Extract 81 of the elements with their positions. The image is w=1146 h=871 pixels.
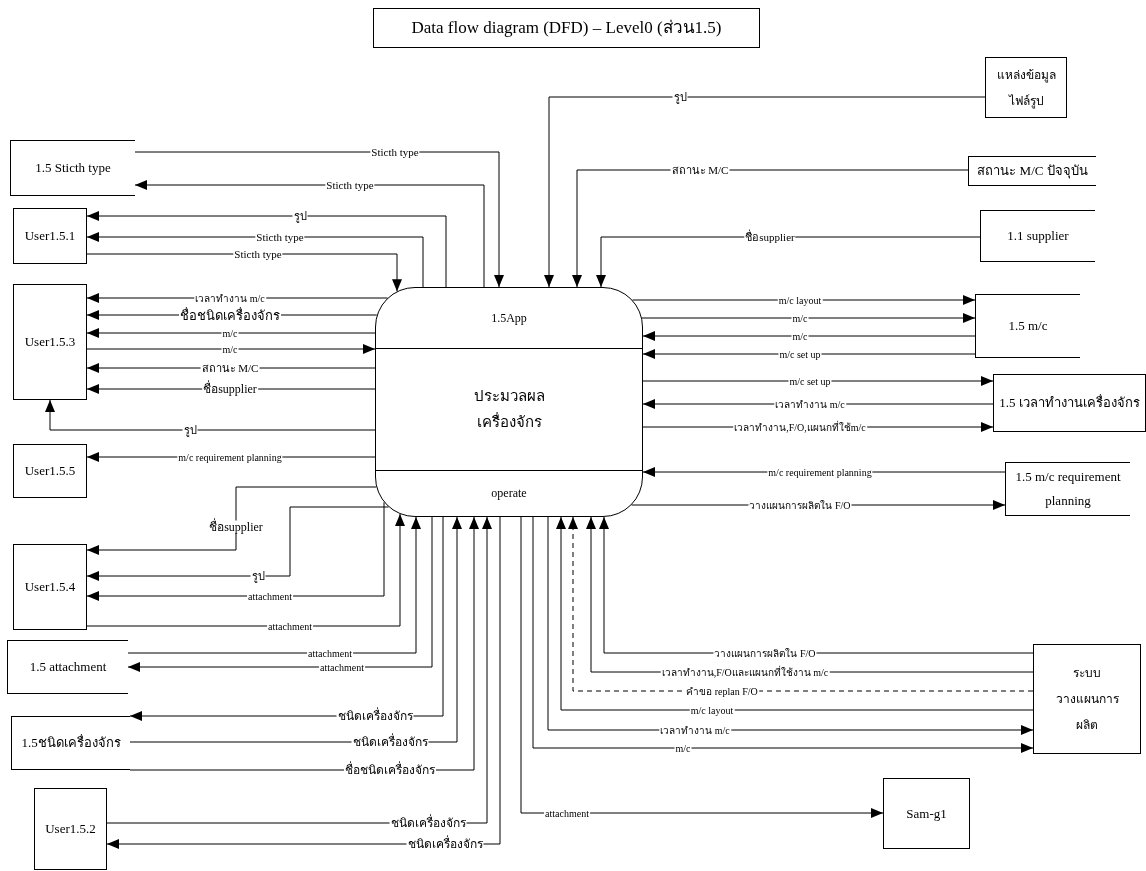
node-label: แหล่งข้อมูลไฟล์รูป bbox=[995, 66, 1057, 111]
edge-label: รูป bbox=[182, 423, 198, 437]
data-flow-arrow bbox=[134, 180, 485, 288]
node-label: operate bbox=[491, 485, 527, 502]
edge-label: เวลาทำงาน,F/O,แผนกที่ใช้m/c bbox=[733, 420, 867, 434]
data-flow-arrow bbox=[642, 331, 976, 341]
edge-label: ชื่อชนิดเครื่องจักร bbox=[344, 763, 436, 777]
edge-label: คำขอ replan F/O bbox=[685, 684, 759, 698]
data-flow-arrow bbox=[642, 349, 976, 359]
data-flow-arrow bbox=[596, 236, 981, 288]
data-flow-arrow bbox=[86, 486, 377, 555]
edge-label: ชนิดเครื่องจักร bbox=[336, 709, 414, 723]
node-label: User1.5.2 bbox=[45, 820, 96, 838]
edge-label: ชื่อsupplier bbox=[202, 382, 258, 396]
data-flow-arrow bbox=[86, 328, 376, 338]
data-flow-arrow bbox=[86, 344, 376, 354]
entity-box bbox=[13, 284, 87, 400]
data-flow-arrow bbox=[86, 506, 389, 581]
edge-label: ชนิดเครื่องจักร bbox=[351, 735, 429, 749]
entity-box bbox=[883, 778, 970, 849]
data-store bbox=[7, 640, 128, 694]
node-label: User1.5.3 bbox=[24, 333, 76, 351]
edge-label: วางแผนการผลิตใน F/O bbox=[748, 498, 852, 512]
edge-label: เวลาทำงาน m/c bbox=[659, 723, 731, 737]
node-label: 1.5 Sticth type bbox=[35, 159, 111, 177]
node-label: User1.5.4 bbox=[24, 578, 76, 596]
edge-label: สถานะ M/C bbox=[670, 163, 730, 177]
data-flow-arrow bbox=[520, 516, 884, 818]
node-label: 1.5 m/c requirement planning bbox=[1014, 468, 1122, 510]
data-store bbox=[1005, 462, 1130, 516]
data-flow-arrow bbox=[632, 295, 976, 305]
edge-label: ชนิดเครื่องจักร bbox=[406, 837, 484, 851]
edge-label: สถานะ M/C bbox=[200, 361, 260, 375]
data-store bbox=[11, 716, 130, 770]
data-flow-arrow bbox=[642, 376, 994, 386]
edge-label: เวลาทำงาน m/c bbox=[774, 397, 846, 411]
edge-label: รูป bbox=[672, 90, 688, 104]
entity-box bbox=[13, 544, 87, 630]
data-flow-arrow bbox=[127, 516, 433, 672]
entity-box bbox=[993, 374, 1146, 432]
process-box bbox=[375, 287, 643, 517]
data-flow-arrow bbox=[127, 516, 421, 654]
data-flow-arrow bbox=[86, 513, 405, 627]
node-label: User1.5.1 bbox=[24, 227, 76, 245]
node-label: User1.5.5 bbox=[24, 462, 76, 480]
edge-label: ชนิดเครื่องจักร bbox=[389, 816, 467, 830]
data-store bbox=[10, 140, 135, 196]
data-store bbox=[968, 156, 1096, 186]
entity-box bbox=[1033, 644, 1141, 754]
data-flow-arrow bbox=[86, 384, 376, 394]
edge-label: เวลาทำงาน m/c bbox=[194, 291, 266, 305]
data-flow-arrow bbox=[86, 501, 385, 601]
edge-label: รูป bbox=[250, 569, 266, 583]
node-label: 1.5App bbox=[491, 310, 527, 327]
diagram-title: Data flow diagram (DFD) – Level0 (ส่วน1.5) bbox=[373, 8, 760, 48]
data-store bbox=[980, 210, 1095, 262]
entity-box bbox=[13, 208, 87, 264]
data-flow-arrow bbox=[45, 399, 376, 431]
edge-label: ชื่อsupplier bbox=[744, 230, 796, 244]
node-label: ประมวลผลเครื่องจักร bbox=[472, 387, 546, 432]
node-label: สถานะ M/C ปัจจุบัน bbox=[977, 162, 1088, 181]
data-flow-arrow bbox=[544, 96, 986, 288]
node-label: 1.5 attachment bbox=[29, 658, 107, 676]
node-label: 1.5ชนิดเครื่องจักร bbox=[21, 733, 121, 752]
node-label: 1.1 supplier bbox=[1007, 227, 1069, 245]
node-label: ระบบวางแผนการผลิต bbox=[1055, 665, 1119, 734]
edge-label: ชื่อsupplier bbox=[208, 520, 264, 534]
data-flow-arrow bbox=[86, 211, 447, 288]
edge-label: เวลาทำงาน,F/Oและแผนกที่ใช้งาน m/c bbox=[660, 665, 830, 679]
edge-label: วางแผนการผลิตใน F/O bbox=[713, 646, 817, 660]
node-label: 1.5 m/c bbox=[1008, 317, 1048, 335]
data-store bbox=[975, 294, 1080, 358]
edge-label: ชื่อชนิดเครื่องจักร bbox=[179, 308, 281, 322]
node-label: 1.5 เวลาทำงานเครื่องจักร bbox=[999, 393, 1140, 412]
entity-box bbox=[13, 444, 87, 498]
node-label: Sam-g1 bbox=[906, 804, 947, 823]
entity-box bbox=[34, 788, 107, 870]
edge-label: รูป bbox=[292, 209, 308, 223]
data-flow-arrow bbox=[134, 151, 504, 288]
entity-box bbox=[985, 57, 1067, 118]
data-flow-arrow bbox=[641, 313, 976, 323]
